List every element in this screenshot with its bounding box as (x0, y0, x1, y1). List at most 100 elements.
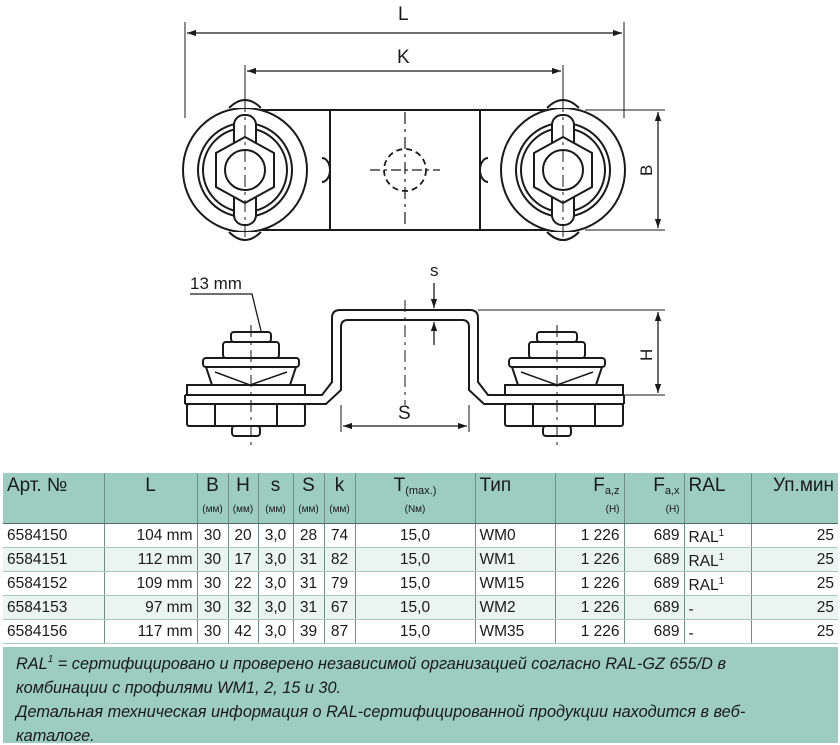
cell-k: 87 (324, 619, 356, 644)
header-Fax: Fa,x (624, 473, 685, 503)
cell-Faz: 1 226 (555, 571, 625, 596)
dim-label-s: s (430, 261, 439, 280)
technical-drawing: L K B s H S 13 mm (182, 4, 665, 445)
cell-T: 15,0 (355, 595, 476, 620)
header-Faz-sub: a,z (604, 485, 620, 497)
cell-B: 30 (197, 523, 229, 548)
dim-label-L: L (398, 4, 409, 25)
cell-L: 97 mm (104, 595, 198, 620)
header-type: Тип (475, 473, 556, 503)
cell-pack: 25 (751, 571, 838, 596)
cell-L: 109 mm (104, 571, 198, 596)
cell-art: 6584156 (3, 619, 105, 644)
ral-footnote-mark: 1 (718, 575, 725, 587)
cell-B: 30 (197, 595, 229, 620)
table-row: 6584156 117 mm 30 42 3,0 39 87 15,0 WM35… (3, 619, 838, 644)
unit-ral (684, 503, 752, 524)
footnote-box: RAL1 = сертифицировано и проверено незав… (3, 647, 838, 745)
footnote-line-1: RAL1 = сертифицировано и проверено незав… (16, 648, 826, 676)
ral-value: - (688, 600, 694, 618)
top-view (182, 22, 665, 241)
cell-S: 28 (293, 523, 325, 548)
unit-T: (Nм) (355, 503, 476, 524)
cell-H: 17 (228, 547, 259, 572)
cell-ral: RAL1 (684, 571, 752, 596)
cell-type: WM0 (475, 523, 556, 548)
table-row: 6584152 109 mm 30 22 3,0 31 79 15,0 WM15… (3, 571, 838, 596)
unit-type (475, 503, 556, 524)
cell-art: 6584150 (3, 523, 105, 548)
header-s: s (258, 473, 294, 503)
footnote-line-3: Детальная техническая информация о RAL-с… (16, 703, 746, 721)
footnote-line-1-text: = сертифицировано и проверено независимо… (53, 655, 726, 673)
cell-Faz: 1 226 (555, 619, 625, 644)
header-pack: Уп.мин (751, 473, 838, 503)
cell-Fax: 689 (624, 547, 685, 572)
header-Fax-main: F (653, 475, 665, 496)
cell-k: 79 (324, 571, 356, 596)
footnote-ral-mark: 1 (47, 654, 54, 665)
unit-Fax: (Н) (624, 503, 685, 524)
header-H: H (228, 473, 259, 503)
cell-T: 15,0 (355, 547, 476, 572)
cell-H: 32 (228, 595, 259, 620)
cell-art: 6584153 (3, 595, 105, 620)
spec-table: Арт. № L B H s S k T(max.) Тип Fa,z Fa,x… (3, 473, 838, 644)
cell-Faz: 1 226 (555, 523, 625, 548)
cell-k: 67 (324, 595, 356, 620)
header-art: Арт. № (3, 473, 105, 503)
header-k: k (324, 473, 356, 503)
unit-pack (751, 503, 838, 524)
header-Faz: Fa,z (555, 473, 625, 503)
cell-pack: 25 (751, 619, 838, 644)
cell-pack: 25 (751, 523, 838, 548)
cell-s: 3,0 (258, 571, 294, 596)
cell-k: 82 (324, 547, 356, 572)
cell-L: 112 mm (104, 547, 198, 572)
cell-pack: 25 (751, 595, 838, 620)
unit-art (3, 503, 105, 524)
ral-value: RAL (688, 552, 719, 570)
cell-art: 6584152 (3, 571, 105, 596)
header-Faz-main: F (593, 475, 605, 496)
unit-Faz: (Н) (555, 503, 625, 524)
bolt-size-label: 13 mm (190, 274, 242, 293)
cell-Fax: 689 (624, 523, 685, 548)
dim-label-K: K (397, 47, 410, 68)
cell-S: 39 (293, 619, 325, 644)
unit-L (104, 503, 198, 524)
cell-type: WM2 (475, 595, 556, 620)
ral-value: - (688, 624, 694, 642)
table-row: 6584153 97 mm 30 32 3,0 31 67 15,0 WM2 1… (3, 595, 838, 620)
cell-ral: RAL1 (684, 523, 752, 548)
side-view (184, 283, 665, 445)
dim-label-H: H (637, 349, 656, 361)
cell-Fax: 689 (624, 595, 685, 620)
footnote-line-2: комбинации с профилями WM1, 2, 15 и 30. (16, 679, 342, 697)
cell-type: WM1 (475, 547, 556, 572)
cell-B: 30 (197, 571, 229, 596)
header-row: Арт. № L B H s S k T(max.) Тип Fa,z Fa,x… (3, 473, 838, 503)
dim-label-S: S (398, 403, 411, 424)
dim-label-B: B (637, 165, 656, 176)
cell-pack: 25 (751, 547, 838, 572)
header-T-sub: (max.) (405, 485, 437, 497)
cell-type: WM35 (475, 619, 556, 644)
table-row: 6584151 112 mm 30 17 3,0 31 82 15,0 WM1 … (3, 547, 838, 572)
cell-B: 30 (197, 619, 229, 644)
cell-ral: RAL1 (684, 547, 752, 572)
cell-H: 22 (228, 571, 259, 596)
cell-S: 31 (293, 547, 325, 572)
unit-k: (мм) (324, 503, 356, 524)
cell-s: 3,0 (258, 595, 294, 620)
table-row: 6584150 104 mm 30 20 3,0 28 74 15,0 WM0 … (3, 523, 838, 548)
unit-B: (мм) (197, 503, 229, 524)
cell-Fax: 689 (624, 571, 685, 596)
cell-s: 3,0 (258, 523, 294, 548)
cell-s: 3,0 (258, 619, 294, 644)
cell-type: WM15 (475, 571, 556, 596)
footnote-line-4: каталоге. (16, 727, 95, 745)
ral-footnote-mark: 1 (718, 551, 725, 563)
header-S: S (293, 473, 325, 503)
ral-footnote-mark: 1 (718, 527, 725, 539)
